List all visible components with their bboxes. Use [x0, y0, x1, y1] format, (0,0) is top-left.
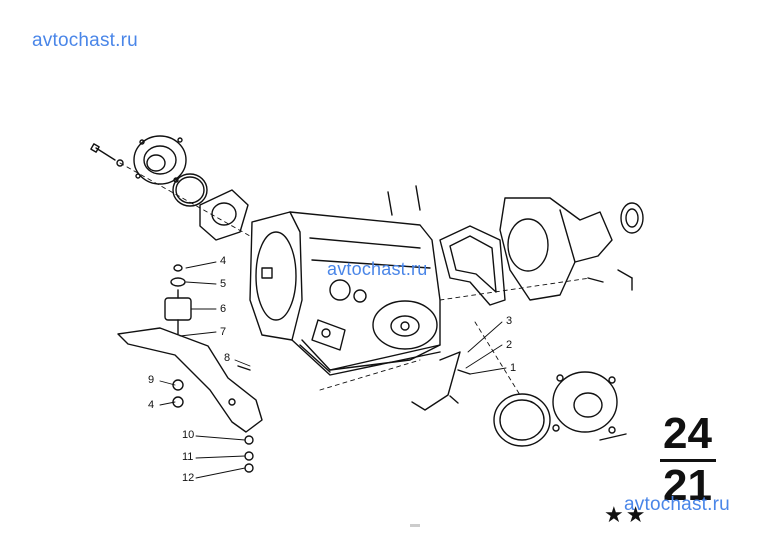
group-number-bottom: 21	[663, 461, 712, 510]
pump-cover-part	[372, 300, 438, 350]
o-ring-part	[172, 173, 208, 207]
callout-label: 9	[148, 374, 155, 386]
callout-label: 12	[182, 472, 195, 484]
watermark-text: avtochast.ru	[32, 30, 138, 51]
callout-label: 7	[220, 326, 227, 338]
stud-part	[387, 191, 393, 216]
callout-label: 2	[506, 339, 513, 351]
group-number-divider	[660, 459, 716, 462]
group-number-top: 24	[663, 409, 712, 458]
callout-label: 3	[506, 315, 513, 327]
gasket-part	[199, 189, 249, 241]
bracket-part	[411, 351, 471, 411]
callout-label: 10	[182, 429, 195, 441]
bolt-part	[90, 143, 124, 167]
callout-label: 4	[220, 255, 227, 267]
bolt-part	[599, 433, 627, 441]
watermark-text: avtochast.ru	[327, 259, 428, 279]
seal-ring-part	[620, 202, 644, 234]
crossmember-part	[117, 327, 263, 433]
bolt-head-part	[172, 379, 184, 391]
callout-label: 4	[148, 399, 155, 411]
screw-part	[587, 269, 633, 291]
callout-label: 6	[220, 303, 227, 315]
callout-label: 5	[220, 278, 227, 290]
washer-part	[173, 264, 183, 272]
extension-housing	[499, 197, 613, 301]
cover-gasket-part	[493, 393, 551, 447]
callout-label: 8	[224, 352, 231, 364]
callout-label: 1	[510, 362, 517, 374]
rubber-mount-part	[164, 289, 192, 335]
transmission-housing	[249, 211, 441, 376]
nut-part	[170, 277, 186, 287]
watermark-text: avtochast.ru	[624, 494, 730, 515]
governor-part	[552, 371, 618, 434]
callout-label: 11	[182, 451, 194, 463]
rating-stars: ★★	[604, 503, 648, 528]
flange-part	[133, 135, 187, 185]
rear-gasket-part	[439, 225, 506, 306]
